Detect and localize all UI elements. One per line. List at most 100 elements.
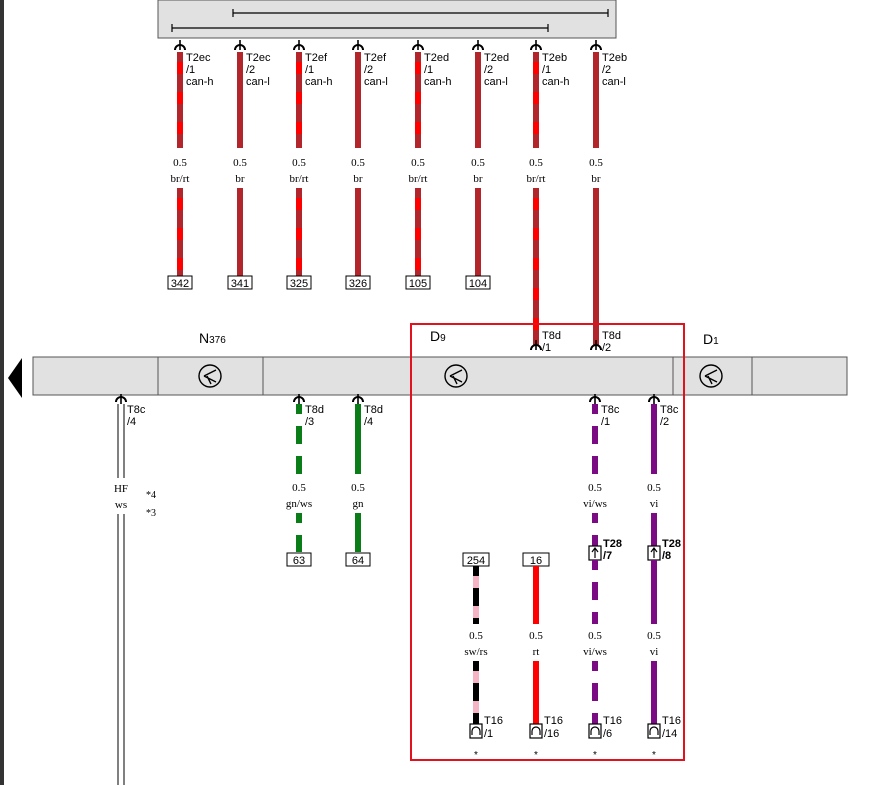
- wire-color: ws: [115, 499, 127, 511]
- wire-upper: [533, 52, 539, 148]
- connector-pin-icon: [472, 40, 484, 51]
- wire-segment: [592, 404, 598, 474]
- connector-name: T28: [662, 538, 681, 550]
- terminal-pin-icon: [469, 723, 483, 739]
- connector-pin: /2: [660, 416, 669, 428]
- terminal-pin-icon: [529, 723, 543, 739]
- connector-pin: /1: [305, 64, 314, 76]
- connector-pin-icon: [530, 340, 542, 351]
- wire-lower: [237, 188, 243, 276]
- wire-color: br: [473, 173, 483, 185]
- connector-pin-icon: [293, 394, 305, 404]
- footnote-mark: *: [474, 750, 478, 761]
- wire-upper: [355, 52, 361, 148]
- footnote-mark: *3: [146, 508, 156, 519]
- connector-pin: /2: [246, 64, 255, 76]
- terminal-pin-icon: [588, 723, 602, 739]
- wire-upper: [296, 52, 302, 148]
- wire-lower: [475, 188, 481, 276]
- wire-upper: [475, 52, 481, 148]
- wire-segment: [651, 513, 657, 546]
- connector-name: T2ec: [186, 52, 211, 64]
- connector-name: T8c: [660, 404, 679, 416]
- signal-name: can-l: [602, 76, 626, 88]
- wire-segment: [651, 560, 657, 624]
- connector-name: T2eb: [602, 52, 627, 64]
- connector-pin: /2: [364, 64, 373, 76]
- destination-box-63[interactable]: 63: [286, 552, 312, 567]
- signal-name: can-l: [246, 76, 270, 88]
- footnote-mark: *: [534, 750, 538, 761]
- footnote-mark: *: [593, 750, 597, 761]
- wire-color: vi: [650, 646, 659, 658]
- connector-name: T8c: [601, 404, 620, 416]
- wire-lower: [593, 188, 599, 346]
- destination-box-254[interactable]: 254: [462, 552, 490, 567]
- wire-segment: [651, 404, 657, 474]
- destination-number: 341: [231, 278, 249, 290]
- destination-box-341[interactable]: 341: [227, 275, 253, 290]
- destination-box-16[interactable]: 16: [522, 552, 550, 567]
- terminal-pin-icon: [647, 545, 661, 561]
- destination-number: 104: [469, 278, 487, 290]
- connector-name: T2ec: [246, 52, 271, 64]
- wire-segment: [533, 566, 539, 624]
- connector-pin: /1: [186, 64, 195, 76]
- destination-box-104[interactable]: 104: [465, 275, 491, 290]
- wire-segment: [651, 661, 657, 724]
- destination-box-105[interactable]: 105: [405, 275, 431, 290]
- wire-color: br/rt: [171, 173, 190, 185]
- destination-box-326[interactable]: 326: [345, 275, 371, 290]
- wire-color: vi/ws: [583, 646, 607, 658]
- wire-color: br: [591, 173, 601, 185]
- connector-pin-icon: [590, 40, 602, 51]
- main-bus-bar: [32, 356, 848, 396]
- wire-gauge: 0.5: [589, 157, 603, 169]
- connector-pin: /1: [601, 416, 610, 428]
- connector-pin-icon: [174, 40, 186, 51]
- connector-name: T8d: [364, 404, 383, 416]
- connector-pin: /4: [127, 416, 136, 428]
- destination-number: 16: [530, 555, 542, 567]
- destination-box-325[interactable]: 325: [286, 275, 312, 290]
- top-bus-bar: [157, 0, 617, 39]
- destination-number: 325: [290, 278, 308, 290]
- back-arrow-icon[interactable]: [8, 358, 22, 398]
- connector-name: T2ef: [305, 52, 328, 64]
- wire-gauge: 0.5: [351, 482, 365, 494]
- wire-segment: [533, 661, 539, 724]
- destination-number: 326: [349, 278, 367, 290]
- lower-wire-group: T8d/1T8d/2T8c/4HFws*4*3T8d/30.5gn/ws63T8…: [107, 330, 681, 785]
- connector-pin: /7: [603, 550, 612, 562]
- signal-name: can-l: [364, 76, 388, 88]
- wire-gauge: 0.5: [351, 157, 365, 169]
- wire-color: HF: [114, 483, 128, 495]
- connector-pin: /2: [484, 64, 493, 76]
- connector-pin: /8: [662, 550, 671, 562]
- wire-segment: [592, 513, 598, 546]
- destination-number: 105: [409, 278, 427, 290]
- component-label-d1: D1: [703, 331, 719, 347]
- connector-name: T2ed: [484, 52, 509, 64]
- destination-box-64[interactable]: 64: [345, 552, 371, 567]
- connector-pin-icon: [293, 40, 305, 51]
- destination-number: 63: [293, 555, 305, 567]
- wire-segment: [592, 560, 598, 624]
- connector-pin: /6: [603, 728, 612, 740]
- connector-pin: /2: [602, 342, 611, 354]
- wire-gauge: 0.5: [588, 630, 602, 642]
- terminal-pin-icon: [588, 545, 602, 561]
- wire-gauge: 0.5: [469, 630, 483, 642]
- destination-box-342[interactable]: 342: [167, 275, 193, 290]
- destination-number: 64: [352, 555, 364, 567]
- d9-input-pin: T8d/1: [530, 330, 561, 354]
- wire-upper: [177, 52, 183, 148]
